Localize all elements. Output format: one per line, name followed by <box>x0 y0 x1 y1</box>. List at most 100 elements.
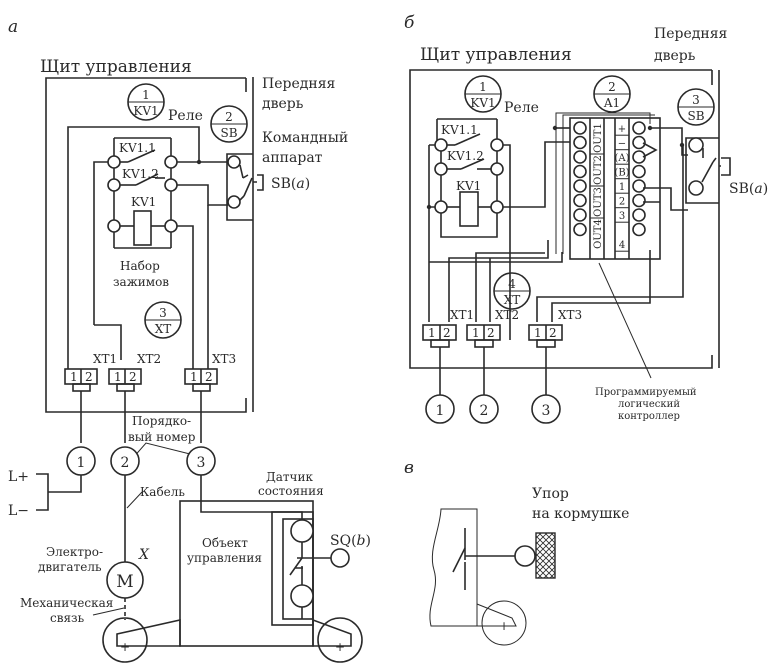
panel-b-xt-tag: 4 XT <box>493 272 531 310</box>
plc-output-terminal <box>573 179 587 193</box>
panel-b-xt3-label: XT3 <box>558 308 582 322</box>
sq-label: SQ(b) <box>330 533 371 549</box>
panel-b-sb-housing <box>685 137 719 204</box>
svg-text:A1: A1 <box>603 96 620 110</box>
wire-number-3: 3 <box>186 446 216 476</box>
svg-text:KV1: KV1 <box>470 96 495 110</box>
svg-text:XT: XT <box>155 322 172 336</box>
svg-text:1: 1 <box>190 370 198 384</box>
wire-number-2: 2 <box>110 446 140 476</box>
panel-b-wire-1: 1 <box>425 394 455 424</box>
stop-roller <box>514 545 536 567</box>
plc-output-label: OUT4 <box>593 219 604 249</box>
terminal-set-label-2: зажимов <box>113 275 169 289</box>
wire-number-1: 1 <box>66 446 96 476</box>
svg-text:2: 2 <box>487 326 495 340</box>
x-label: X <box>138 547 150 563</box>
panel-b-wire-2: 2 <box>469 394 499 424</box>
plc-output-label: OUT2 <box>593 155 604 185</box>
panel-b-relay-label: Реле <box>504 100 539 116</box>
stop-label-2: на кормушке <box>532 506 629 522</box>
svg-text:SB: SB <box>687 109 704 123</box>
xt2-label: XT2 <box>137 352 161 366</box>
sb-switch-housing <box>226 153 253 221</box>
plc-input-terminal <box>632 222 646 237</box>
plc-input-label: + <box>618 124 626 135</box>
panel-b-wire-3: 3 <box>531 394 561 424</box>
sq-probe <box>330 548 350 568</box>
svg-text:1: 1 <box>436 403 445 419</box>
panel-c-letter: в <box>404 458 414 478</box>
panel-c-wheel: + <box>476 600 527 646</box>
svg-text:1: 1 <box>114 370 122 384</box>
plc-output-label: OUT1 <box>593 123 604 153</box>
plc-output-terminal <box>573 135 587 150</box>
panel-b-xt1-label: XT1 <box>450 308 474 322</box>
terminal-set-label-1: Набор <box>120 259 160 273</box>
panel-b-terminal-xt1: 1 2 <box>422 324 457 348</box>
plc-input-terminal <box>632 179 646 193</box>
panel-a: а Щит управления Передняя дверь 1 KV1 Ре… <box>8 17 371 663</box>
l-minus-label: L− <box>8 503 29 519</box>
motor-label-1: Электро- <box>46 545 103 559</box>
panel-b-title: Щит управления <box>420 45 572 65</box>
object-label-2: управления <box>187 551 262 565</box>
svg-text:1: 1 <box>142 88 150 102</box>
plc-input-terminal <box>632 208 646 222</box>
right-wheel: + <box>312 617 363 663</box>
svg-text:+: + <box>499 619 509 633</box>
mech-link-label-2: связь <box>50 611 85 625</box>
panel-b-contact-kv1-1: KV1.1 <box>441 123 478 137</box>
panel-b-coil-label: KV1 <box>456 179 481 193</box>
cable-label: Кабель <box>140 485 185 499</box>
relay-label: Реле <box>168 108 203 124</box>
svg-text:2: 2 <box>225 110 233 124</box>
svg-text:3: 3 <box>197 455 206 471</box>
serial-number-label-2: вый номер <box>128 430 196 444</box>
svg-text:SB: SB <box>220 126 237 140</box>
panel-b-relay-coil <box>459 191 479 227</box>
relay-coil <box>133 210 152 246</box>
stop-label-1: Упор <box>532 486 569 502</box>
xt1-label: XT1 <box>93 352 117 366</box>
coil-kv1-label: KV1 <box>131 195 156 209</box>
plc-input-label: 4 <box>619 240 625 251</box>
xt3-label: XT3 <box>212 352 236 366</box>
plc-input-label: (B) <box>614 168 629 179</box>
terminal-block-xt3: 1 2 <box>184 368 218 392</box>
panel-b-xt2-label: XT2 <box>495 308 519 322</box>
panel-b-relay-tag: 1 KV1 <box>464 75 502 113</box>
plc-output-terminal <box>573 164 587 179</box>
plc-input-terminal <box>632 135 646 150</box>
contact-kv1-1-label: KV1.1 <box>119 141 156 155</box>
plc-output-terminal <box>573 193 587 208</box>
panel-b-front-door-2: дверь <box>654 48 696 64</box>
plc-output-terminal <box>573 121 587 135</box>
plc-output-terminal <box>573 208 587 222</box>
svg-text:2: 2 <box>608 80 616 94</box>
panel-b-terminal-xt3: 1 2 <box>528 324 563 348</box>
plc-caption-2: логический <box>618 399 680 410</box>
plc-tag: 2 A1 <box>593 75 631 113</box>
plc-input-terminal <box>632 121 646 135</box>
panel-a-letter: а <box>8 17 18 37</box>
panel-b-terminal-xt2: 1 2 <box>466 324 501 348</box>
svg-text:1: 1 <box>77 455 86 471</box>
serial-number-leader <box>131 442 195 460</box>
front-door-label-1: Передняя <box>262 76 336 92</box>
svg-text:1: 1 <box>534 326 542 340</box>
sensor-label-2: состояния <box>258 484 324 498</box>
svg-text:1: 1 <box>428 326 436 340</box>
svg-text:4: 4 <box>508 277 516 291</box>
panel-b-letter: б <box>404 13 415 33</box>
sb-tag: 2 SB <box>210 105 248 143</box>
motor-label-2: двигатель <box>38 560 102 574</box>
plc-input-terminal <box>632 164 646 179</box>
feeder-body <box>429 508 478 627</box>
relay-tag-kv1: 1 KV1 <box>127 83 165 121</box>
plc-caption-1: Программируемый <box>595 387 697 398</box>
control-panel-enclosure <box>45 77 247 413</box>
svg-text:KV1: KV1 <box>133 104 158 118</box>
plc-input-terminal <box>632 193 646 208</box>
